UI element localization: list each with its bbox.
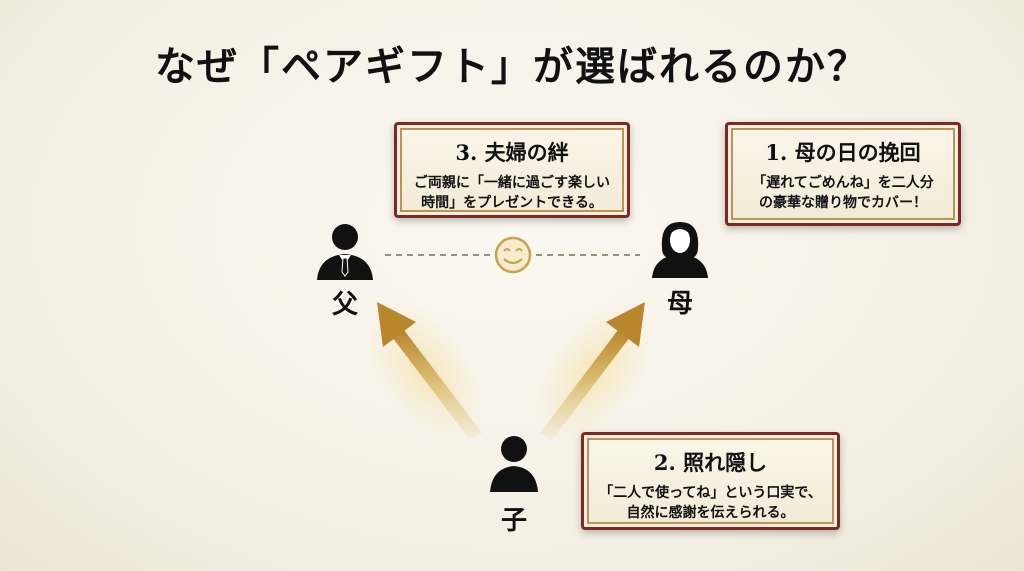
arrow-child-to-mother xyxy=(540,302,645,440)
card-shyness: 2. 照れ隠し 「二人で使ってね」という口実で、 自然に感謝を伝えられる。 xyxy=(581,432,840,530)
card-bond: 3. 夫婦の絆 ご両親に「一緒に過ごす楽しい 時間」をプレゼントできる。 xyxy=(394,122,630,218)
mother-icon xyxy=(652,222,708,278)
father-label: 父 xyxy=(331,290,358,320)
card-shyness-line2: 自然に感謝を伝えられる。 xyxy=(626,505,795,522)
card-recovery-line2: の豪華な贈り物でカバー！ xyxy=(759,195,927,212)
smile-icon xyxy=(494,236,532,274)
arrow-child-to-father xyxy=(377,302,482,440)
card-bond-line2: 時間」をプレゼントできる。 xyxy=(421,195,603,212)
child-icon xyxy=(490,436,538,492)
card-recovery: 1. 母の日の挽回 「遅れてごめんね」を二人分 の豪華な贈り物でカバー！ xyxy=(725,122,961,226)
card-shyness-heading: 2. 照れ隠し xyxy=(653,450,768,475)
card-bond-heading: 3. 夫婦の絆 xyxy=(455,140,569,165)
card-recovery-line1: 「遅れてごめんね」を二人分 xyxy=(752,175,934,191)
card-shyness-line1: 「二人で使ってね」という口実で、 xyxy=(599,485,822,501)
card-bond-line1: ご両親に「一緒に過ごす楽しい xyxy=(413,175,611,191)
page-title: なぜ「ペアギフト」が選ばれるのか？ xyxy=(155,43,869,90)
father-icon xyxy=(317,224,373,280)
mother-label: 母 xyxy=(666,289,693,319)
card-recovery-heading: 1. 母の日の挽回 xyxy=(765,140,921,165)
child-label: 子 xyxy=(500,506,527,536)
